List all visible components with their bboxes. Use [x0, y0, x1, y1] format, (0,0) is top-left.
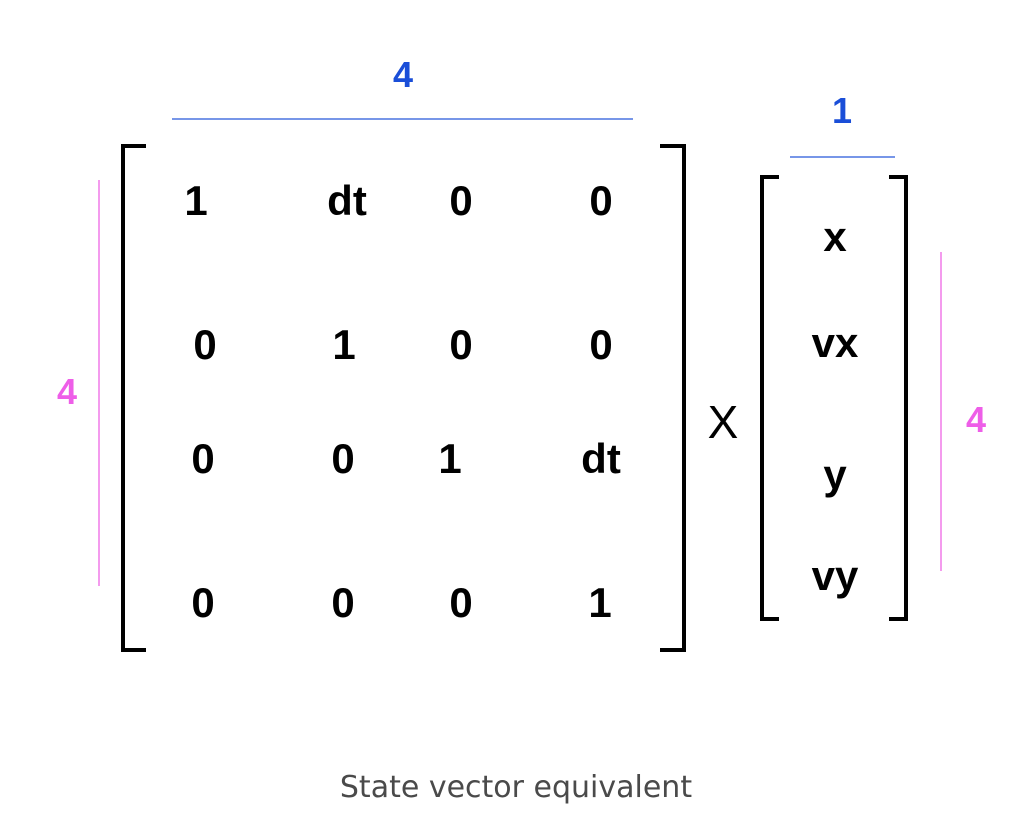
matrix-columns-label: 4	[392, 54, 414, 95]
matrix-cell-1-3: 0	[589, 321, 613, 368]
matrix-rows-label: 4	[56, 371, 78, 412]
matrix-cell-3-1: 0	[331, 579, 355, 626]
vector-entry-2: y	[823, 451, 847, 498]
matrix-cell-0-1: dt	[327, 177, 367, 224]
matrix-cell-0-3: 0	[589, 177, 613, 224]
matrix-cell-3-0: 0	[191, 579, 215, 626]
vector-right-bracket	[889, 175, 908, 621]
matrix-cell-1-1: 1	[332, 321, 356, 368]
vector-entry-3: vy	[811, 552, 859, 599]
matrix-cell-0-2: 0	[449, 177, 473, 224]
matrix-cell-2-1: 0	[331, 435, 355, 482]
matrix-cell-2-0: 0	[191, 435, 215, 482]
matrix-right-bracket	[660, 144, 686, 652]
vector-rows-label: 4	[965, 399, 987, 440]
figure-caption: State vector equivalent	[339, 770, 693, 805]
matrix-left-bracket	[121, 144, 146, 652]
matrix-cell-2-3: dt	[581, 435, 621, 482]
matrix-cell-3-2: 0	[449, 579, 473, 626]
vector-left-bracket	[760, 175, 779, 621]
matrix-cell-0-0: 1	[184, 177, 208, 224]
matrix-cell-1-2: 0	[449, 321, 473, 368]
multiply-operator: X	[707, 396, 739, 448]
vector-entry-1: vx	[811, 319, 859, 366]
matrix-cell-3-3: 1	[588, 579, 612, 626]
vector-entry-0: x	[823, 213, 847, 260]
matrix-cell-1-0: 0	[193, 321, 217, 368]
vector-columns-label: 1	[831, 90, 853, 131]
matrix-cell-2-2: 1	[438, 435, 462, 482]
